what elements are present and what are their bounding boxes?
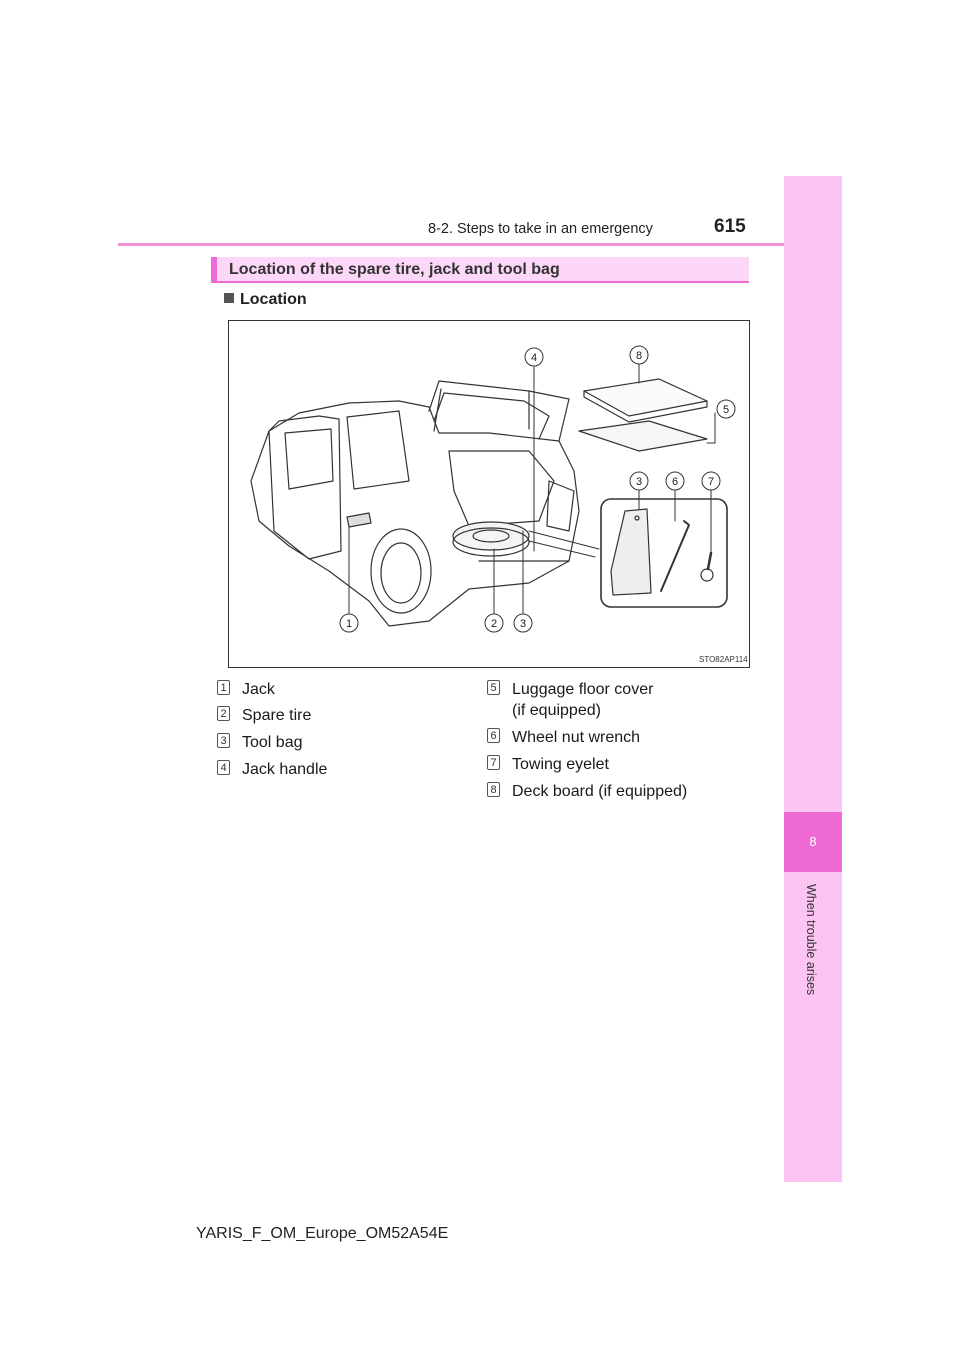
legend-spare-tire: Spare tire — [242, 707, 311, 725]
tailgate-frame — [429, 381, 569, 441]
legend-towing-eyelet: Towing eyelet — [512, 756, 609, 774]
callout-label: 6 — [672, 476, 678, 488]
open-door — [269, 416, 341, 559]
callout-label: 8 — [636, 350, 642, 362]
section-title: Location of the spare tire, jack and too… — [229, 261, 560, 279]
legend-number: 7 — [487, 755, 500, 770]
luggage-floor-cover — [579, 421, 707, 451]
callout-label: 2 — [491, 618, 497, 630]
wheel-nut-wrench — [661, 521, 689, 591]
car-body — [251, 401, 579, 626]
legend-number: 4 — [217, 760, 230, 775]
subheading: Location — [224, 291, 307, 309]
towing-eyelet — [708, 553, 711, 569]
cargo-area — [449, 451, 554, 526]
tool-bag — [611, 509, 651, 595]
header-section-title: 8-2. Steps to take in an emergency — [428, 221, 653, 237]
location-illustration: 4 8 5 3 6 7 1 2 3 STO82AP114 — [228, 320, 750, 668]
legend-number: 2 — [217, 706, 230, 721]
callout-label: 3 — [520, 618, 526, 630]
chapter-title: When trouble arises — [804, 884, 818, 995]
jack — [347, 513, 371, 527]
legend-jack-handle: Jack handle — [242, 761, 327, 779]
chapter-number: 8 — [784, 812, 842, 872]
callout-label: 4 — [531, 352, 537, 364]
callout-label: 3 — [636, 476, 642, 488]
document-footer-id: YARIS_F_OM_Europe_OM52A54E — [196, 1225, 448, 1243]
car-diagram: 4 8 5 3 6 7 1 2 3 STO82AP114 — [229, 321, 751, 669]
side-window — [347, 411, 409, 489]
callout-label: 7 — [708, 476, 714, 488]
callout-label: 5 — [723, 404, 729, 416]
figure-code: STO82AP114 — [699, 655, 748, 664]
legend-wheel-nut-wrench: Wheel nut wrench — [512, 729, 640, 747]
legend-number: 3 — [217, 733, 230, 748]
callout-label: 1 — [346, 618, 352, 630]
spare-tire — [453, 522, 529, 550]
legend-jack: Jack — [242, 681, 275, 699]
square-bullet-icon — [224, 293, 234, 303]
subheading-text: Location — [240, 291, 307, 308]
legend-number: 1 — [217, 680, 230, 695]
legend-luggage-floor-cover-note: (if equipped) — [512, 702, 601, 720]
rear-wheel — [371, 529, 431, 613]
legend-number: 8 — [487, 782, 500, 797]
chapter-side-tab — [784, 176, 842, 1182]
legend-number: 5 — [487, 680, 500, 695]
legend-luggage-floor-cover: Luggage floor cover — [512, 681, 653, 699]
legend-deck-board: Deck board (if equipped) — [512, 783, 687, 801]
header-divider — [118, 243, 842, 246]
section-title-band: Location of the spare tire, jack and too… — [211, 257, 749, 283]
page-number: 615 — [714, 216, 746, 238]
legend-tool-bag: Tool bag — [242, 734, 303, 752]
legend-number: 6 — [487, 728, 500, 743]
